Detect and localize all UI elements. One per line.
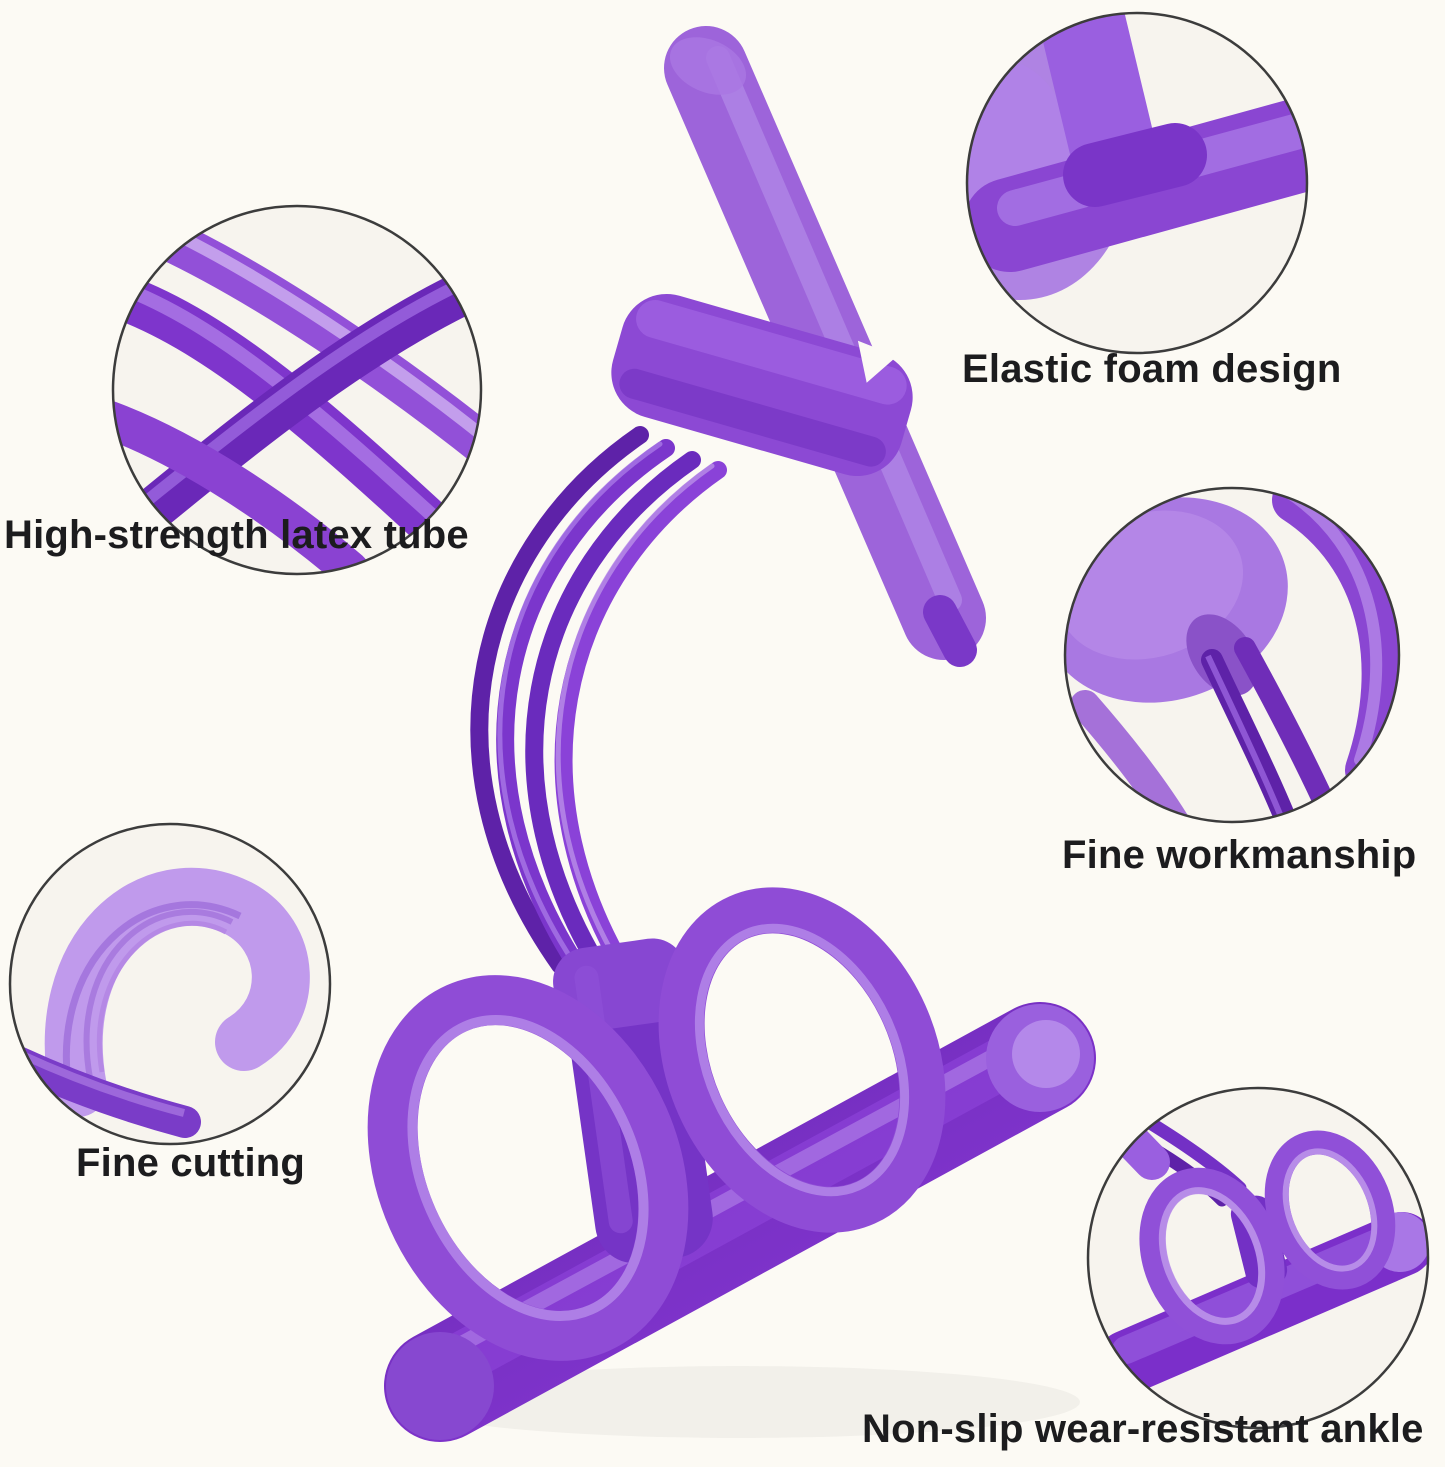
ground-shadow (400, 1366, 1080, 1438)
label-non-slip-ankle: Non-slip wear-resistant ankle (862, 1407, 1424, 1451)
foot-pedal-right (658, 887, 946, 1233)
label-elastic-foam-design: Elastic foam design (962, 347, 1342, 391)
foot-pedal-left (367, 975, 689, 1361)
label-high-strength-latex-tube: High-strength latex tube (4, 513, 469, 557)
callout-circle-foam-design (965, 11, 1309, 355)
callout-circle-workmanship (1063, 486, 1401, 824)
latex-tubes (470, 426, 727, 1004)
callout-circle-latex-tube (111, 204, 483, 576)
label-fine-cutting: Fine cutting (76, 1141, 306, 1185)
callout-circle-ankle (1086, 1086, 1430, 1430)
main-product (367, 26, 1096, 1442)
callout-circle-cutting (8, 822, 332, 1146)
label-fine-workmanship: Fine workmanship (1062, 833, 1417, 877)
handle-sleeve (611, 293, 913, 477)
